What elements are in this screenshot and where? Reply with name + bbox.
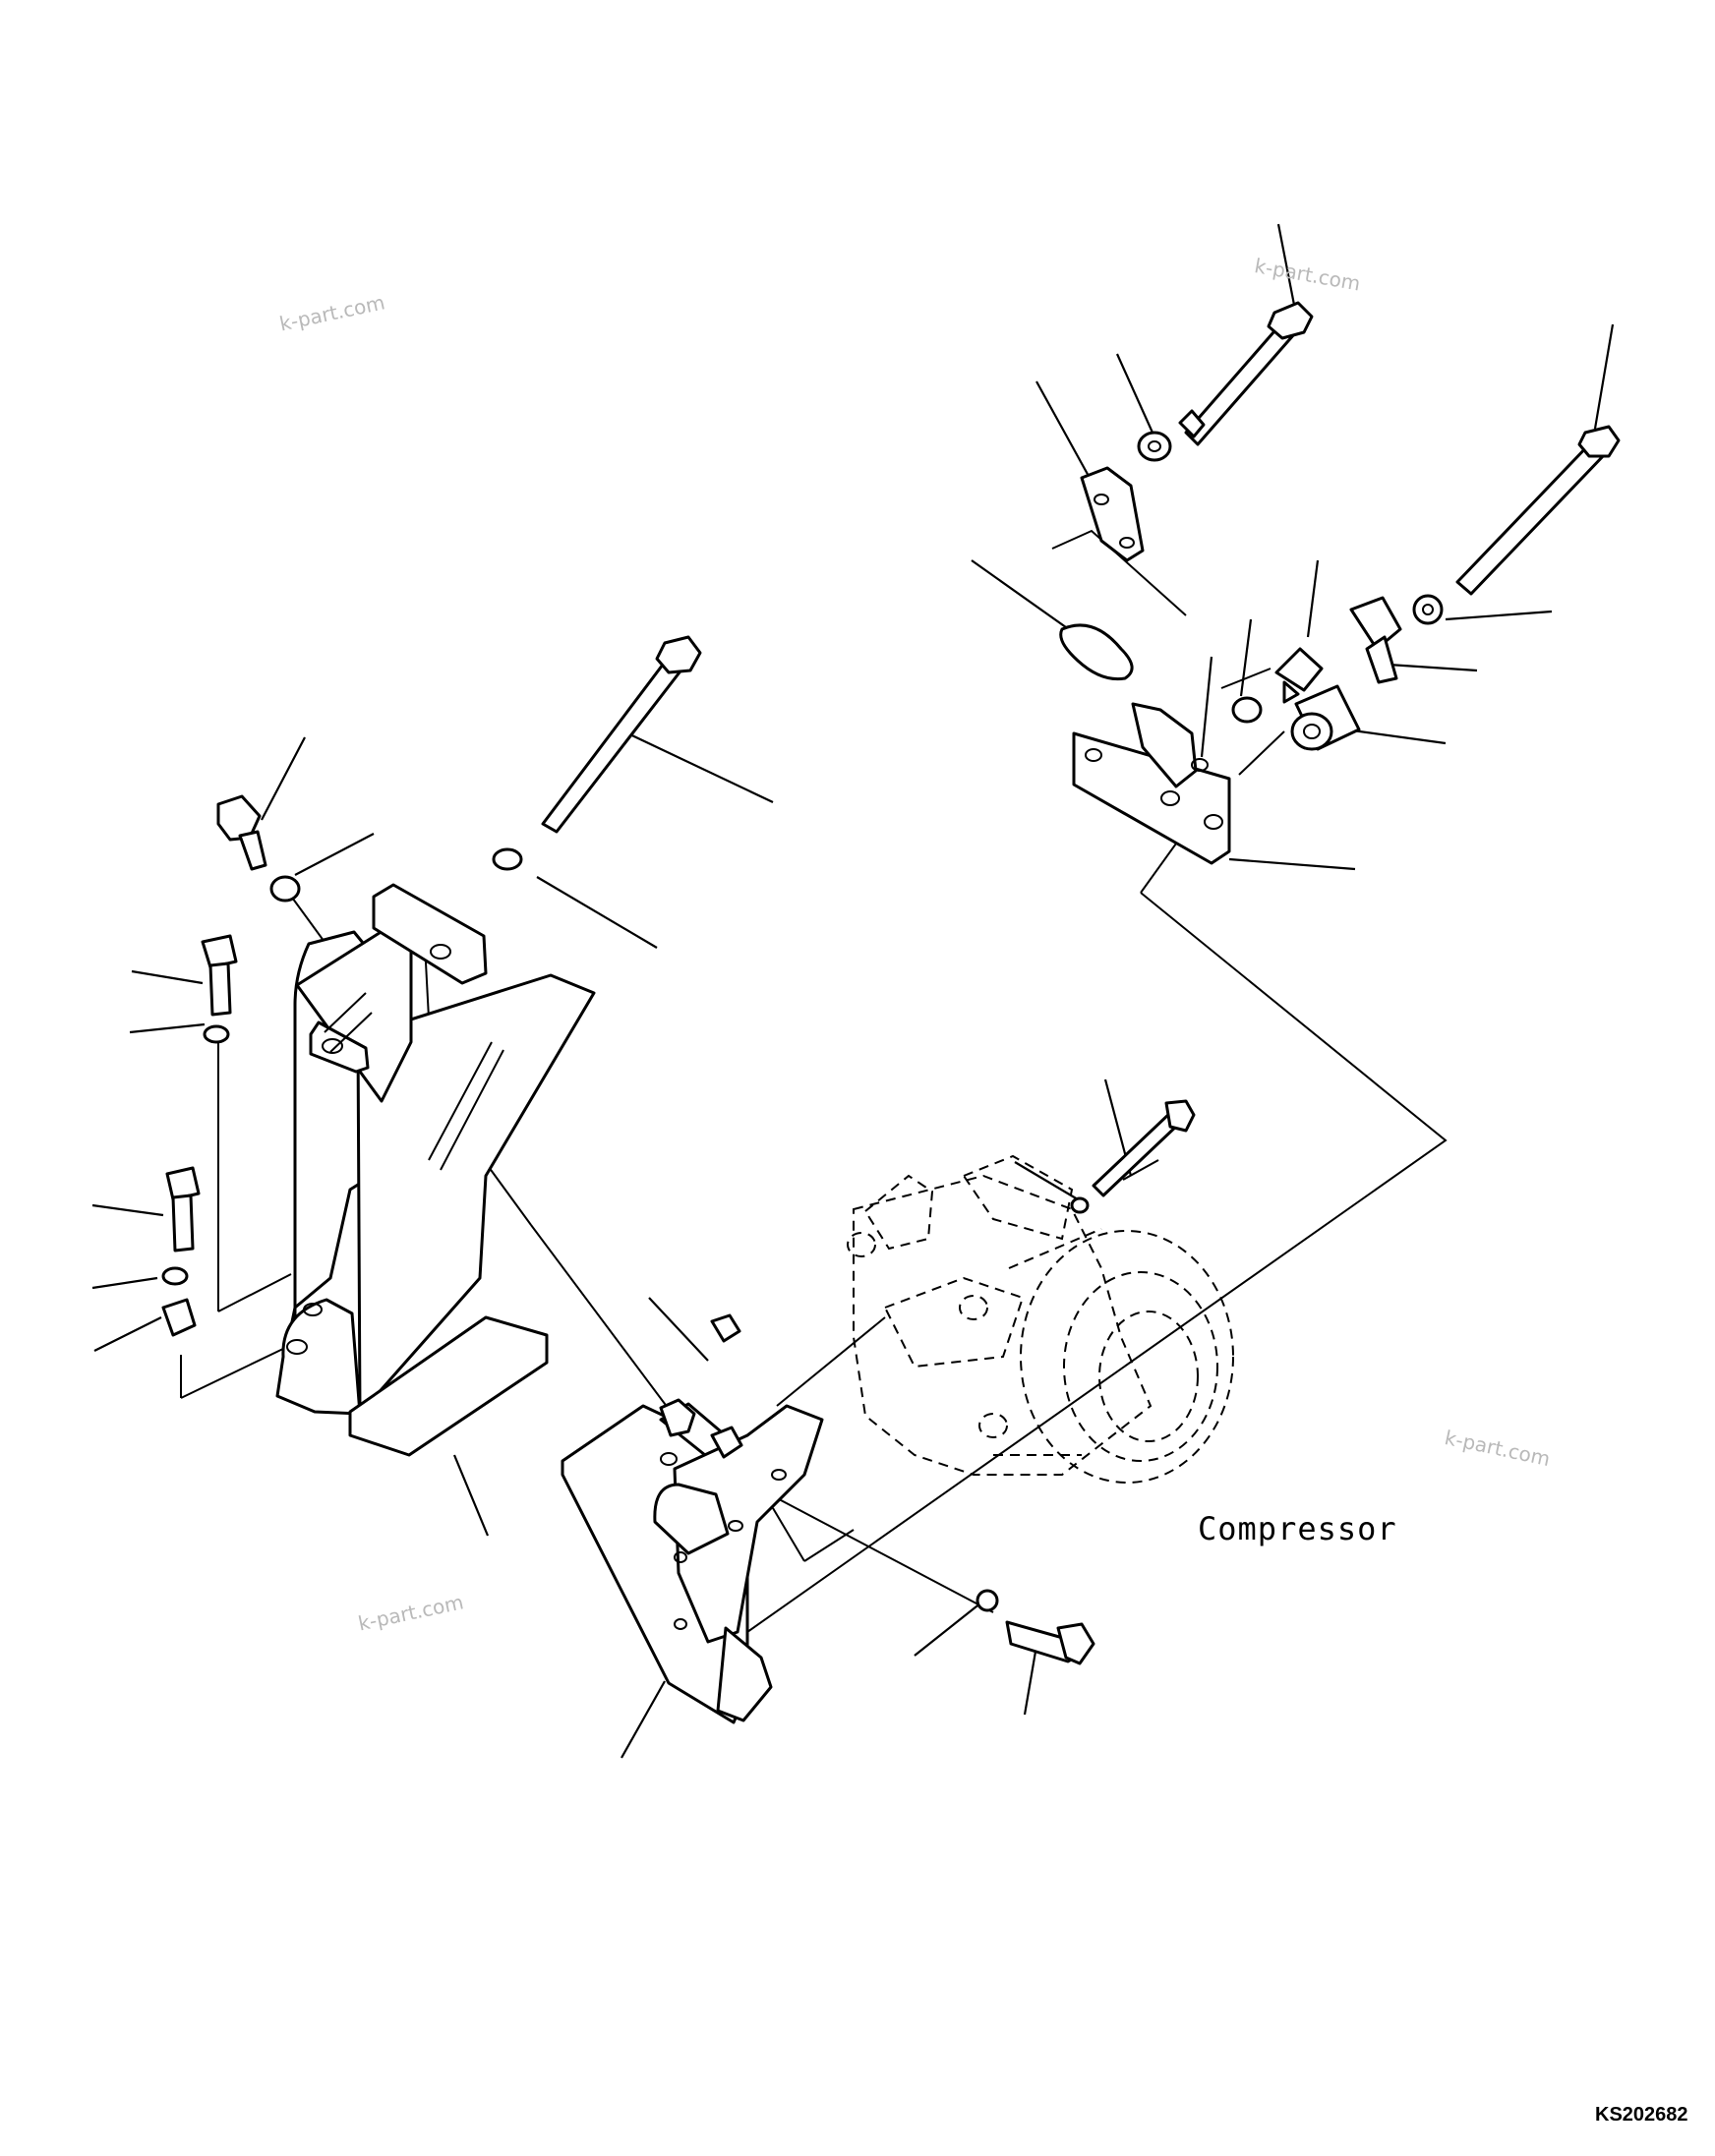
compressor-outline: [847, 1154, 1234, 1484]
left-mounting-bracket: [275, 883, 596, 1457]
lower-compressor-bracket: [561, 1398, 824, 1724]
leader-lines: [91, 223, 1615, 1759]
drawing-code: KS202682: [1595, 2104, 1688, 2126]
upper-adjust-bracket: [1072, 702, 1231, 865]
small-hardware: [161, 301, 1621, 1665]
compressor-label: Compressor: [1198, 1510, 1397, 1547]
